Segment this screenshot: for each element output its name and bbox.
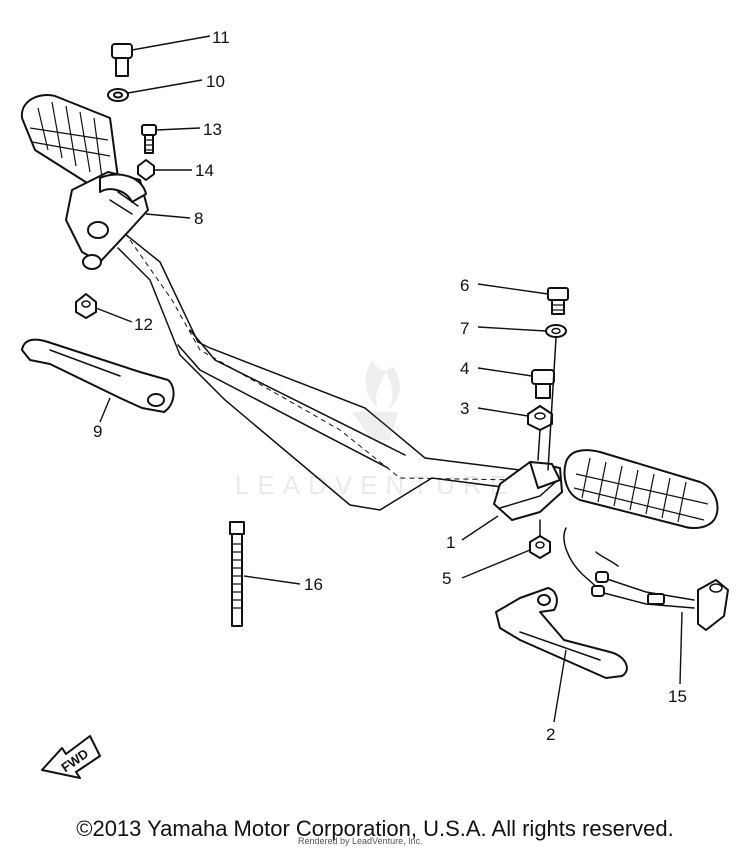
callout-16: 16 <box>304 575 323 594</box>
bolt-6[interactable] <box>547 287 569 315</box>
washer-7[interactable] <box>545 324 567 338</box>
nut-12[interactable] <box>75 293 97 319</box>
screw-13[interactable] <box>141 124 157 154</box>
bolt-11[interactable] <box>111 43 133 77</box>
leader-lines <box>95 35 683 723</box>
callout-14: 14 <box>195 161 214 180</box>
handlebar[interactable] <box>117 229 526 511</box>
callout-1: 1 <box>446 533 455 552</box>
right-lever-2[interactable] <box>495 587 628 679</box>
bolt-4[interactable] <box>531 369 555 399</box>
nut-3[interactable] <box>527 405 553 431</box>
callout-10: 10 <box>206 72 225 91</box>
rendered-by-text: Rendered by LeadVenture, Inc. <box>298 836 423 846</box>
callout-15: 15 <box>668 687 687 706</box>
callout-2: 2 <box>546 725 555 744</box>
left-clamp-housing[interactable] <box>65 171 149 270</box>
callout-13: 13 <box>203 120 222 139</box>
callout-5: 5 <box>442 569 451 588</box>
nut-14[interactable] <box>137 159 155 181</box>
callout-9: 9 <box>93 422 102 441</box>
callout-4: 4 <box>460 359 469 378</box>
right-grip[interactable] <box>563 449 719 529</box>
callout-12: 12 <box>134 315 153 334</box>
callout-11: 11 <box>212 28 230 47</box>
parts-diagram: 11 10 13 14 8 12 9 6 7 4 3 1 5 16 2 15 F… <box>20 28 729 779</box>
callout-6: 6 <box>460 276 469 295</box>
left-lever-9[interactable] <box>21 338 175 413</box>
left-grip[interactable] <box>20 94 119 187</box>
washer-10[interactable] <box>107 88 129 102</box>
nut-5[interactable] <box>529 535 551 559</box>
callout-8: 8 <box>194 209 203 228</box>
switch-15[interactable] <box>563 527 729 631</box>
callout-numbers: 11 10 13 14 8 12 9 6 7 4 3 1 5 16 2 15 <box>93 28 687 744</box>
callout-7: 7 <box>460 319 469 338</box>
copyright-notice: ©2013 Yamaha Motor Corporation, U.S.A. A… <box>76 816 674 841</box>
right-clamp-1[interactable] <box>493 461 563 521</box>
callout-3: 3 <box>460 399 469 418</box>
fwd-arrow: FWD <box>41 735 101 779</box>
cable-tie-16[interactable] <box>229 521 245 627</box>
